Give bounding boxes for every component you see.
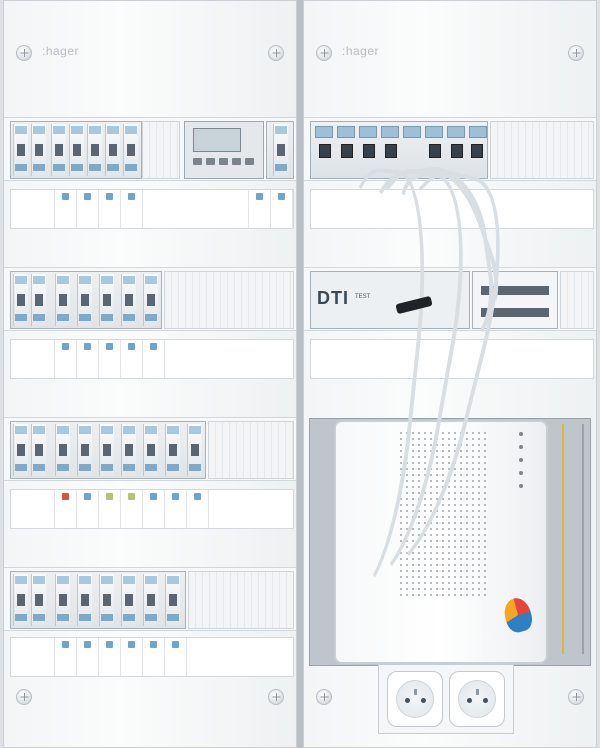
blank-cover <box>188 571 294 629</box>
rj45-port-icon <box>315 126 333 138</box>
left-distribution-panel: :hager <box>3 0 297 748</box>
label-strip-comm-1 <box>310 189 594 229</box>
supply-wires <box>562 424 584 654</box>
screw-icon <box>16 689 32 705</box>
label-strip-row-4 <box>10 637 294 677</box>
screw-icon <box>568 689 584 705</box>
label-strip-row-2 <box>10 339 294 379</box>
blank-cover <box>490 121 594 179</box>
timer-display <box>193 128 241 152</box>
screw-icon <box>316 689 332 705</box>
blank-cover <box>164 271 294 329</box>
dti-module: DTI TEST <box>310 271 470 329</box>
breaker-group-row-1 <box>10 121 142 179</box>
programmable-timer <box>184 121 264 179</box>
screw-icon <box>268 45 284 61</box>
power-outlet-block <box>378 664 514 734</box>
test-label: TEST <box>355 294 371 300</box>
rj45-port-icon <box>447 126 465 138</box>
right-brand-text: :hager <box>342 44 380 58</box>
blank-cover <box>142 121 180 179</box>
breaker-group-row-2 <box>10 271 162 329</box>
rj45-port-icon <box>403 126 421 138</box>
breaker-group-row-4 <box>10 571 186 629</box>
screw-icon <box>268 689 284 705</box>
blank-cover <box>560 271 594 329</box>
label-strip-row-1 <box>10 189 294 229</box>
power-outlet-icon <box>449 671 505 727</box>
left-brand-text: :hager <box>42 44 80 58</box>
router-status-leds <box>516 432 526 502</box>
label-strip-row-3 <box>10 489 294 529</box>
panel-divider <box>297 0 303 748</box>
breaker-group-row-3 <box>10 421 206 479</box>
power-outlet-icon <box>387 671 443 727</box>
rj45-port-icon <box>469 126 487 138</box>
screw-icon <box>16 45 32 61</box>
router-vent-grid <box>398 430 486 600</box>
rj45-port-icon <box>337 126 355 138</box>
screw-icon <box>316 45 332 61</box>
network-patch-module <box>472 271 558 329</box>
breaker-group-row-1-right <box>266 121 294 179</box>
screw-icon <box>568 45 584 61</box>
rj45-port-icon <box>359 126 377 138</box>
rj45-port-icon <box>381 126 399 138</box>
blank-cover <box>208 421 294 479</box>
label-strip-comm-2 <box>310 339 594 379</box>
rj45-patch-row <box>310 121 488 179</box>
dti-label: DTI <box>317 288 349 308</box>
rj45-port-icon <box>425 126 443 138</box>
